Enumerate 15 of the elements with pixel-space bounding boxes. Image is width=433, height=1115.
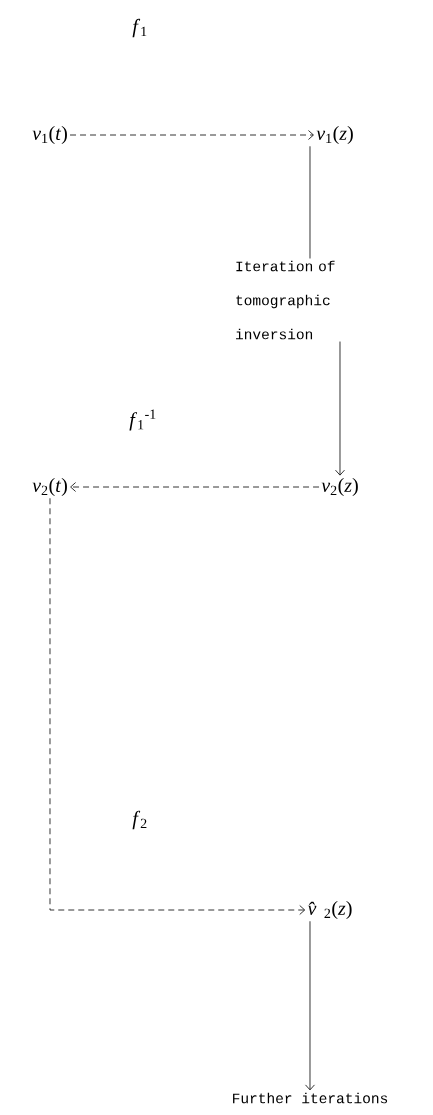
step-text: Iteration of tomographic inversion <box>236 260 335 340</box>
formula-label: v$_{1}$(t) <box>32 125 67 145</box>
arrow <box>70 482 320 492</box>
step-text: Further iterations <box>233 1092 388 1104</box>
arrow <box>69 130 314 140</box>
formula-label: v$_{1}$(z) <box>316 125 353 145</box>
formula-label: v$_{2}$(z) <box>321 477 358 497</box>
formula-label: v̂$_{2}$(z) <box>307 900 352 920</box>
edge-label: f$_{1}$ <box>132 18 147 38</box>
arrow <box>335 341 345 476</box>
arrow <box>49 497 306 915</box>
formula-label: v$_{2}$(t) <box>32 477 67 497</box>
edge-label: f$_{2}$ <box>132 810 147 830</box>
edge-label: f$_{1}$-1 <box>129 409 156 431</box>
arrow <box>305 920 315 1091</box>
